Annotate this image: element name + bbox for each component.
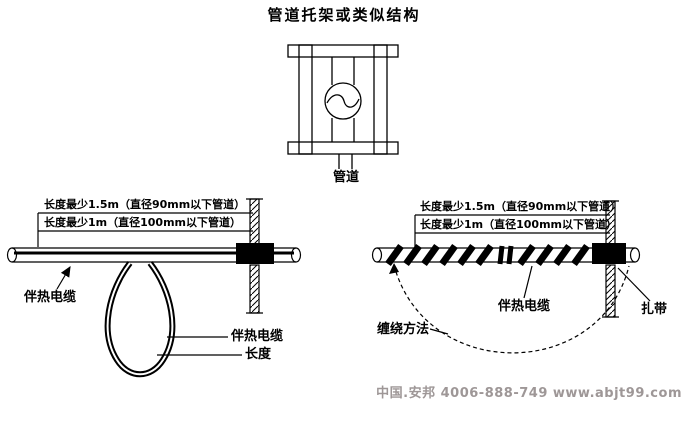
right-diagram (371, 200, 651, 354)
bracket-bottom-bar (287, 141, 399, 155)
right-method-label: 缠绕方法 (377, 322, 430, 337)
bracket-left-column (298, 44, 313, 155)
pipe-bracket-figure (287, 44, 399, 169)
right-tie-label: 扎带 (641, 302, 668, 317)
wrap-arc-arrowhead (389, 263, 399, 274)
right-pipe-end-cap (629, 247, 641, 263)
spiral-cable (385, 243, 590, 267)
pipe-label: 管道 (332, 170, 359, 185)
spiral-cable-joint (497, 245, 514, 265)
bracket-right-column (373, 44, 388, 155)
watermark-text: 中国.安邦 4006-888-749 www.abjt99.com (376, 386, 682, 401)
pipe-clamp (236, 243, 274, 264)
support-flange-upper (249, 198, 260, 246)
right-note-2: 长度最少1m（直径100mm以下管道） (420, 218, 618, 231)
method-leader (429, 328, 449, 335)
left-diagram (6, 198, 302, 378)
cable-arrow (56, 265, 71, 290)
pipe-cross-section (324, 82, 362, 120)
left-cable-label-1: 伴热电缆 (24, 290, 77, 305)
support-flange-lower (249, 264, 260, 314)
pipe-clamp (592, 243, 626, 264)
left-length-label: 长度 (245, 347, 272, 362)
right-note-1: 长度最少1.5m（直径90mm以下管道） (420, 200, 622, 213)
left-note-2: 长度最少1m（直径100mm以下管道） (44, 216, 242, 229)
cable-loop (104, 261, 176, 378)
cable-loop-inner (106, 262, 174, 376)
right-pipe-end-cap (371, 247, 383, 263)
diagram-title: 管道托架或类似结构 (267, 6, 421, 24)
left-pipe-end-cap (6, 247, 18, 263)
right-cable-label: 伴热电缆 (498, 299, 551, 314)
bracket-top-bar (287, 44, 399, 58)
left-note-1: 长度最少1.5m（直径90mm以下管道） (44, 198, 246, 211)
pipe-wave-mark (326, 94, 360, 108)
left-pipe-end-cap (290, 247, 302, 263)
cable-leader (523, 265, 533, 299)
left-cable-label-2: 伴热电缆 (231, 329, 284, 344)
tie-leader (617, 267, 651, 302)
wrap-method-arc (393, 264, 630, 354)
